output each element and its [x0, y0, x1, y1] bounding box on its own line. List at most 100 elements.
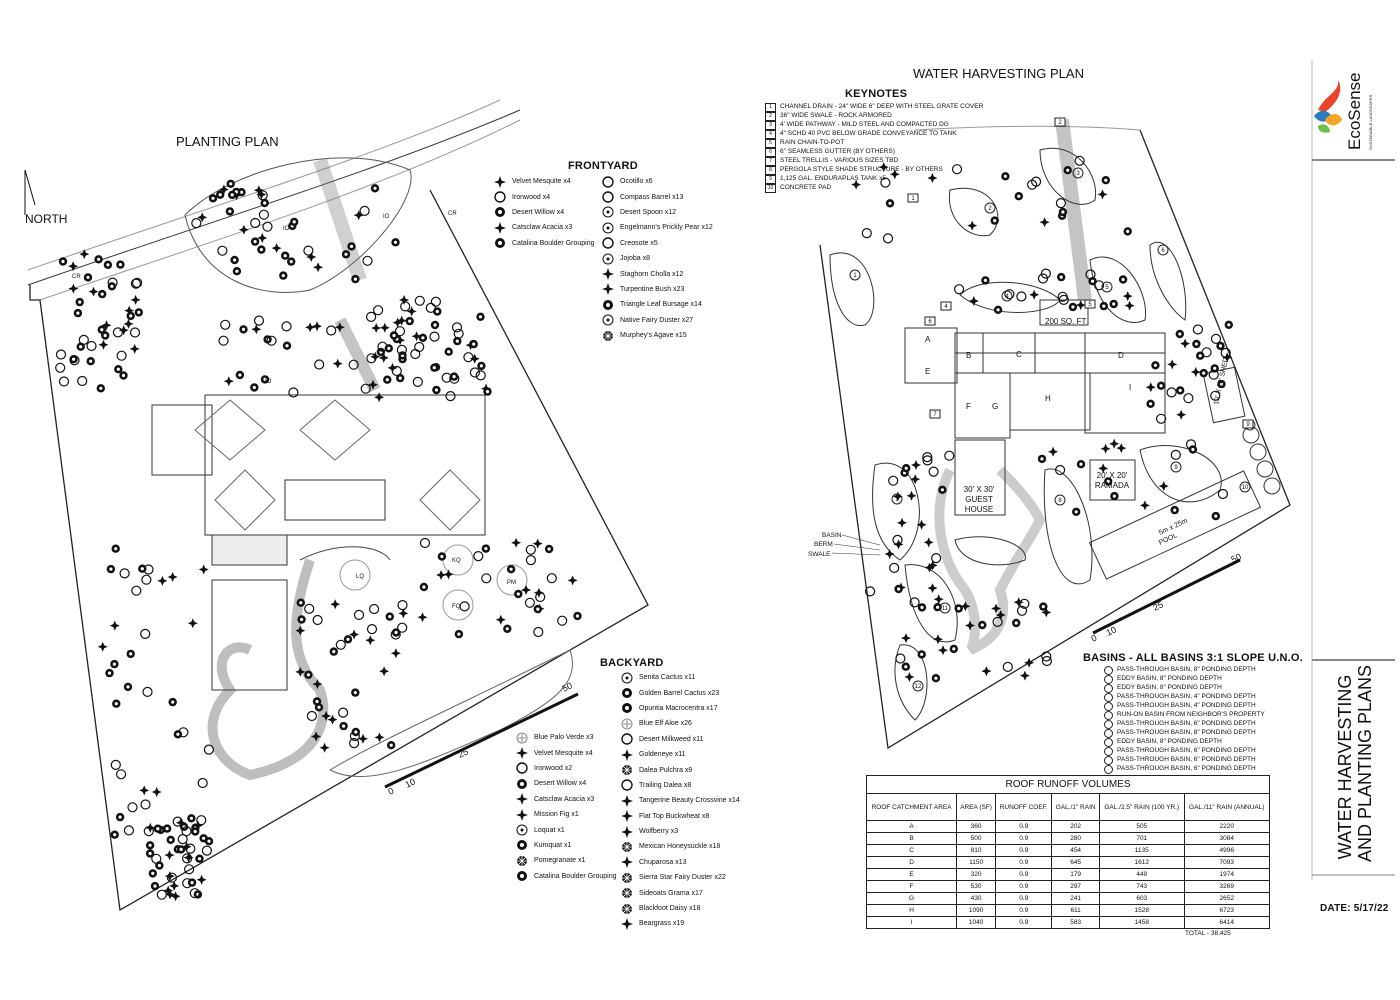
table-cell: 500 [956, 832, 997, 845]
plant-symbol-icon [391, 238, 400, 247]
basin-bullet-icon [1104, 747, 1113, 756]
legend-label: Blackfoot Daisy x18 [639, 905, 701, 913]
plant-symbol-icon [383, 375, 392, 384]
plant-symbol-icon [524, 597, 536, 608]
grama-icon [620, 887, 633, 900]
plant-symbol-icon [145, 841, 155, 850]
plant-symbol-icon [225, 207, 235, 216]
table-cell: 0.9 [995, 904, 1053, 917]
table-cell: 3269 [1183, 880, 1271, 893]
plant-symbol-icon [184, 864, 195, 875]
table-header-cell: AREA (SF) [956, 793, 997, 821]
plant-symbol-icon [127, 802, 138, 813]
plant-symbol-icon [533, 626, 544, 638]
plant-symbol-icon [917, 650, 926, 659]
berm-callout: BERM [814, 541, 833, 548]
basin-item: EDDY BASIN, 8" PONDING DEPTH [1104, 684, 1265, 693]
plant-symbol-icon [573, 611, 582, 621]
plant-symbol-icon [931, 674, 941, 683]
plant-symbol-icon [271, 243, 282, 254]
plant-symbol-icon [1146, 399, 1155, 408]
plant-symbol-icon [151, 787, 162, 797]
beargrass-icon [620, 917, 633, 930]
plant-symbol-icon [1217, 488, 1229, 500]
plant-symbol-icon [901, 662, 910, 671]
legend-label: Mission Fig x1 [534, 811, 579, 819]
sheet-title-line-1: WATER HARVESTING [1335, 674, 1355, 860]
plant-symbol-icon [306, 252, 317, 262]
plant-symbol-icon [223, 376, 234, 387]
plant-symbol-icon [220, 319, 231, 330]
plant-symbol-icon [339, 721, 348, 731]
legend-item: Wolfberry x3 [620, 824, 740, 839]
staghorn-cholla-icon [601, 268, 614, 281]
basin-text: PASS-THROUGH BASIN, 4" PONDING DEPTH [1117, 702, 1256, 710]
basin-tag: 4 [1001, 290, 1013, 302]
plant-symbol-icon [119, 568, 130, 579]
golden-barrel-icon [620, 687, 633, 700]
plant-symbol-icon [400, 301, 411, 312]
buckwheat-icon [620, 810, 633, 823]
table-cell: 0.9 [995, 892, 1053, 905]
plant-symbol-icon [326, 325, 337, 336]
plant-symbol-icon [1048, 446, 1059, 457]
legend-item: Opuntia Macrocentra x17 [620, 701, 740, 716]
legend-label: Engelmann's Prickly Pear x12 [620, 224, 713, 232]
plant-symbol-icon [567, 575, 578, 586]
aloe-icon [620, 717, 633, 730]
legend-label: Wolfberry x3 [639, 828, 679, 836]
basin-item: PASS-THROUGH BASIN, 6" PONDING DEPTH [1104, 765, 1265, 774]
plant-symbol-icon [114, 365, 123, 374]
plant-symbol-icon [162, 824, 172, 833]
table-cell: 810 [956, 844, 997, 857]
plant-symbol-icon [1170, 505, 1179, 515]
plant-symbol-icon [107, 282, 117, 291]
plant-symbol-icon [1211, 511, 1220, 521]
basin-item: PASS-THROUGH BASIN, 6" PONDING DEPTH [1104, 747, 1265, 756]
table-cell: 202 [1051, 820, 1100, 833]
svg-text:6: 6 [928, 319, 932, 325]
basin-tag: 7 [891, 493, 903, 505]
plant-symbol-icon [1039, 217, 1050, 228]
keynote-text: 6" SEAMLESS GUTTER (BY OTHERS) [780, 148, 895, 156]
legend-item: Ocotillo x6 [601, 174, 713, 189]
plant-symbol-icon [167, 572, 178, 582]
basin-tag: 12 [912, 680, 924, 692]
runoff-total: TOTAL - 38,425 [1185, 930, 1231, 937]
fairy-duster-icon [601, 314, 614, 327]
keynote-number: 4 [765, 130, 776, 139]
plant-symbol-icon [170, 891, 181, 902]
plant-symbol-icon [889, 562, 900, 574]
plant-symbol-icon [191, 827, 200, 836]
table-cell: 241 [1051, 892, 1100, 905]
plant-symbol-icon [885, 199, 895, 208]
legend-item: Loquat x1 [515, 822, 617, 837]
plant-symbol-icon [397, 622, 408, 633]
plant-symbol-icon [1019, 670, 1030, 681]
legend-label: Flat Top Buckwheat x8 [639, 812, 710, 820]
plant-symbol-icon [949, 644, 958, 654]
plant-symbol-icon [173, 730, 183, 739]
basin-bullet-icon [1104, 720, 1113, 729]
plant-symbol-icon [115, 812, 125, 822]
plant-symbol-icon [191, 218, 202, 229]
area-label: KQ [452, 558, 461, 564]
title-block [1311, 60, 1395, 880]
plant-symbol-icon [1118, 275, 1128, 284]
plant-symbol-icon [923, 537, 934, 548]
plant-symbol-icon [126, 311, 135, 321]
guest-label-3: HOUSE [965, 505, 993, 514]
trailing-dalea-icon [620, 779, 633, 792]
table-cell: 0.9 [995, 856, 1053, 869]
basin-bullet-icon [1104, 711, 1113, 720]
honeysuckle-icon [620, 840, 633, 853]
plant-symbol-icon [312, 614, 323, 626]
legend-item: Trailing Dalea x8 [620, 778, 740, 793]
plant-symbol-icon [1072, 507, 1081, 516]
plant-symbol-icon [150, 881, 160, 891]
plant-symbol-icon [153, 824, 162, 833]
keynote-tag: 5 [1084, 299, 1096, 309]
plant-symbol-icon [330, 599, 341, 610]
plant-symbol-icon [1145, 382, 1156, 393]
